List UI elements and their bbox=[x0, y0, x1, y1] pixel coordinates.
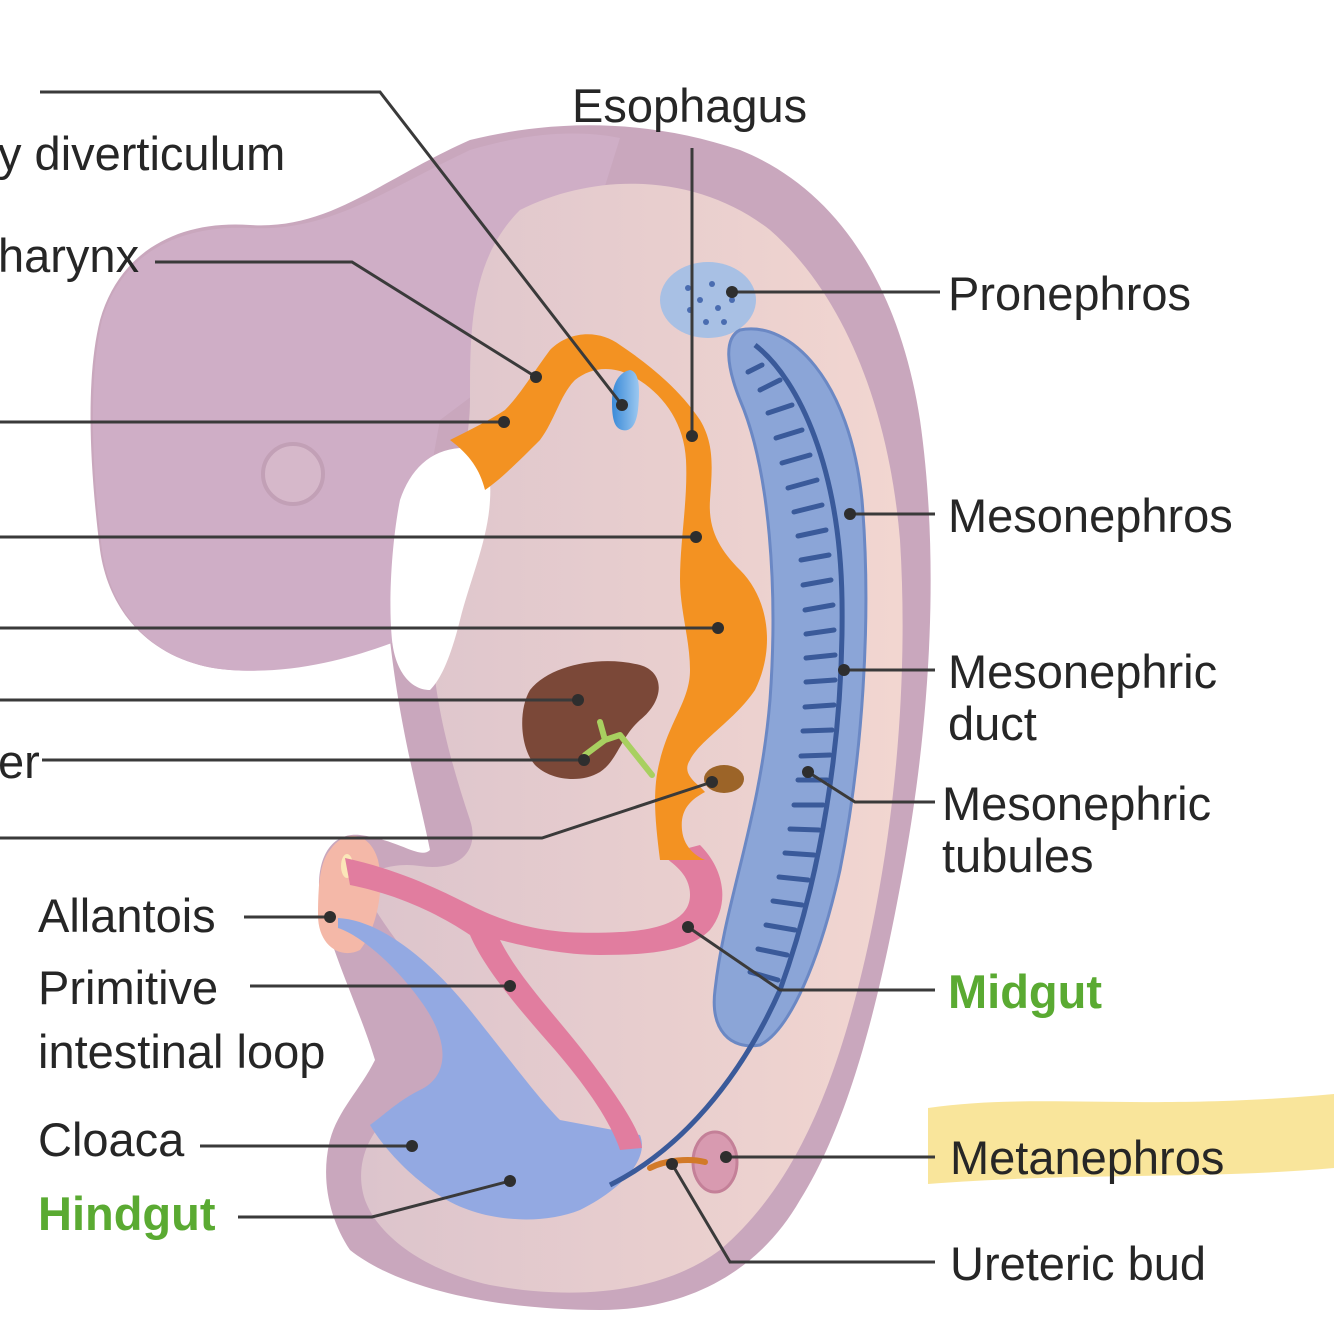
pronephros-shape bbox=[660, 262, 756, 338]
label-pronephros: Pronephros bbox=[948, 267, 1191, 320]
mesonephric-duct bbox=[608, 343, 845, 1188]
label-metanephros: Metanephros bbox=[950, 1131, 1224, 1184]
label-allantois: Allantois bbox=[38, 889, 216, 942]
label-intestinal-loop: intestinal loop bbox=[38, 1025, 325, 1078]
leader-lines bbox=[0, 90, 940, 1264]
otic-vesicle bbox=[261, 442, 325, 506]
mesonephric-tubules bbox=[745, 362, 838, 983]
metanephros-highlight bbox=[928, 1094, 1334, 1184]
label-bladder: er bbox=[0, 735, 40, 788]
label-ureteric-bud: Ureteric bud bbox=[950, 1237, 1206, 1290]
bile-duct bbox=[582, 719, 655, 778]
foregut-shape bbox=[450, 334, 767, 860]
label-hepatic-diverticulum: y diverticulum bbox=[0, 127, 285, 180]
label-mesonephric-tubules-line1: Mesonephric bbox=[942, 777, 1211, 830]
label-mesonephric-duct-line1: Mesonephric bbox=[948, 645, 1217, 698]
label-esophagus: Esophagus bbox=[572, 79, 807, 132]
midgut-loop bbox=[345, 845, 723, 1150]
ureteric-bud-shape bbox=[647, 1157, 708, 1171]
label-mesonephros: Mesonephros bbox=[948, 489, 1233, 542]
label-hindgut: Hindgut bbox=[38, 1187, 216, 1240]
label-cloaca: Cloaca bbox=[38, 1113, 185, 1166]
label-primitive: Primitive bbox=[38, 961, 218, 1014]
label-pharynx: harynx bbox=[0, 229, 139, 282]
label-midgut: Midgut bbox=[948, 965, 1102, 1018]
label-mesonephric-tubules-line2: tubules bbox=[942, 829, 1094, 882]
liver-shape bbox=[522, 661, 659, 780]
pronephros-dots bbox=[685, 281, 735, 325]
label-mesonephric-duct-line2: duct bbox=[948, 697, 1037, 750]
mesonephros-shape bbox=[712, 327, 868, 1048]
leader-dots bbox=[324, 286, 856, 1187]
